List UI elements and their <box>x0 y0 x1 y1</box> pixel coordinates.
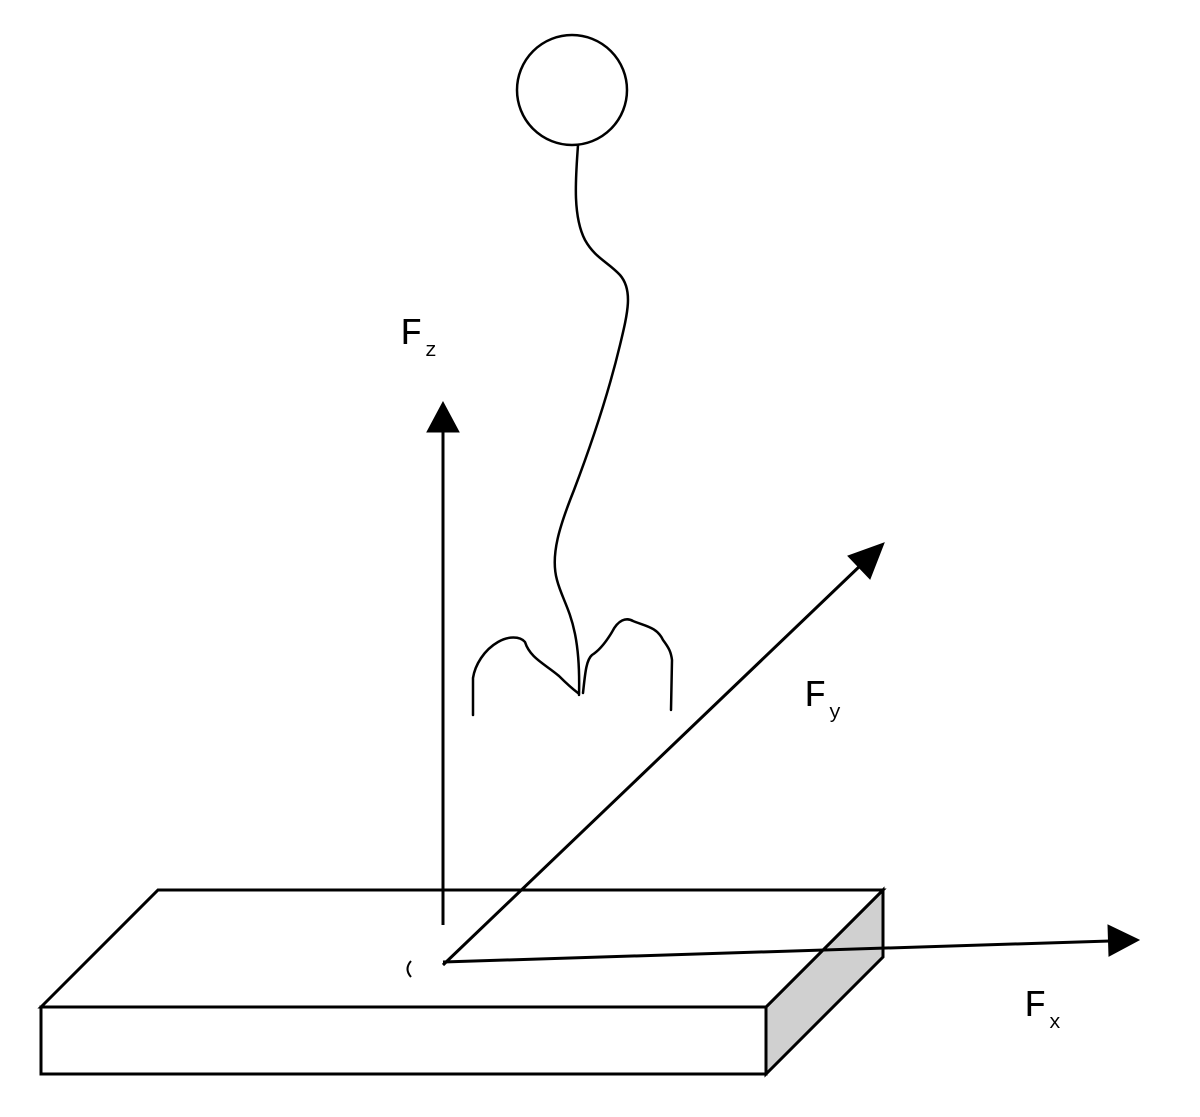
force-plate <box>37 886 887 1078</box>
fy-axis-line <box>441 562 864 967</box>
fx-arrowhead <box>1107 924 1141 957</box>
figure-head <box>515 33 629 147</box>
fz-label-sub: z <box>424 340 437 363</box>
fy-label-main: F <box>804 675 827 718</box>
fy-arrowhead <box>847 542 885 580</box>
fx-axis-line <box>442 939 1111 964</box>
fx-label-sub: x <box>1048 1012 1061 1035</box>
figure-right-foot <box>581 618 674 712</box>
force-axes <box>426 400 1141 967</box>
fz-arrowhead <box>426 400 460 433</box>
fz-label-main: F <box>400 313 423 356</box>
figure-left-foot <box>471 636 580 717</box>
jumping-figure <box>471 33 674 717</box>
force-plate-front-face <box>39 1005 768 1076</box>
fy-label-sub: y <box>828 702 841 725</box>
fx-label-main: F <box>1024 985 1047 1028</box>
origin-mark <box>406 960 412 978</box>
figure-body <box>553 143 630 697</box>
